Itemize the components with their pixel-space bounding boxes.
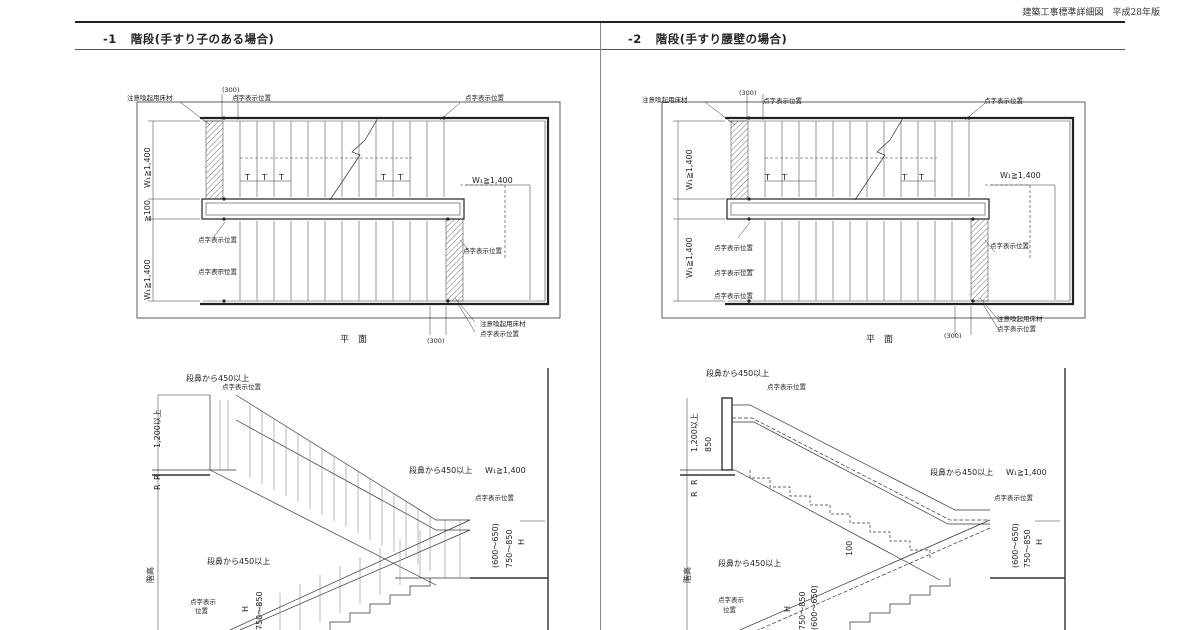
label-nose-450: 段鼻から450以上 bbox=[706, 368, 769, 378]
label-dim-750-850: 750～850 bbox=[255, 591, 264, 630]
section-view-right bbox=[680, 368, 1066, 630]
label-rise: R bbox=[690, 479, 699, 485]
label-w-vertical: W₁≧1,400 bbox=[143, 147, 152, 188]
label-width: W₁≧1,400 bbox=[1006, 468, 1047, 477]
label-braille-pos-a: 点字表示 bbox=[190, 597, 217, 606]
plan-caption: 平 面 bbox=[866, 334, 893, 345]
section-rule-right bbox=[601, 49, 1125, 50]
section-title-text: 階段(手すり腰壁の場合) bbox=[655, 32, 788, 46]
label-braille-pos-a: 点字表示 bbox=[718, 595, 745, 604]
section-number: -1 bbox=[103, 32, 117, 46]
label-nose-450: 段鼻から450以上 bbox=[207, 556, 270, 566]
label-h: H bbox=[1035, 539, 1044, 545]
label-braille-pos: 点字表示位置 bbox=[714, 291, 754, 300]
section-title-1: -1 階段(手すり子のある場合) bbox=[103, 31, 288, 47]
label-w-vertical: W₁≧1,400 bbox=[143, 259, 152, 300]
label-braille-pos: 点字表示位置 bbox=[994, 493, 1034, 502]
label-width: W₁≧1,400 bbox=[472, 176, 513, 185]
label-tread: T bbox=[901, 173, 907, 182]
label-tread: T bbox=[244, 173, 250, 182]
label-dim-850: 850 bbox=[704, 437, 713, 452]
label-braille-pos: 点字表示位置 bbox=[480, 329, 520, 338]
label-braille-pos: 点字表示位置 bbox=[232, 93, 272, 102]
label-h: H bbox=[241, 606, 250, 612]
label-dim-600-650: (600～650) bbox=[491, 523, 500, 568]
label-h: H bbox=[517, 539, 526, 545]
label-braille-pos: 点字表示位置 bbox=[475, 493, 515, 502]
label-tread: T bbox=[397, 173, 403, 182]
label-dim-300: (300) bbox=[944, 332, 961, 340]
page-divider bbox=[600, 23, 601, 630]
label-dim-750-850: 750～850 bbox=[1023, 529, 1032, 568]
balusters-left bbox=[219, 400, 461, 630]
plan-caption: 平 面 bbox=[340, 334, 367, 345]
label-tread: T bbox=[380, 173, 386, 182]
section-number: -2 bbox=[628, 32, 642, 46]
section-title-2: -2 階段(手すり腰壁の場合) bbox=[628, 31, 801, 47]
label-dim-1200: 1,200以上 bbox=[690, 413, 699, 452]
label-caution-floor: 注意喚起用床材 bbox=[642, 95, 688, 104]
label-floor-height: 階高 bbox=[682, 567, 692, 583]
label-nose-450: 段鼻から450以上 bbox=[409, 465, 472, 475]
label-braille-pos: 点字表示位置 bbox=[990, 241, 1030, 250]
label-braille-pos-b: 位置 bbox=[723, 605, 737, 614]
label-braille-pos: 点字表示位置 bbox=[767, 382, 807, 391]
label-nose-450: 段鼻から450以上 bbox=[930, 467, 993, 477]
label-width: W₁≧1,400 bbox=[1000, 171, 1041, 180]
label-braille-pos-b: 位置 bbox=[195, 606, 209, 615]
label-braille-pos: 点字表示位置 bbox=[997, 324, 1037, 333]
label-rise: R bbox=[153, 484, 162, 490]
label-rise: R bbox=[690, 491, 699, 497]
label-tread: T bbox=[764, 173, 770, 182]
label-braille-pos: 点字表示位置 bbox=[463, 246, 503, 255]
label-dim-600-650: (600～650) bbox=[1011, 523, 1020, 568]
label-dim-100: 100 bbox=[845, 541, 854, 556]
label-ge-100: ≧100 bbox=[143, 200, 152, 222]
header-rule bbox=[75, 21, 1125, 23]
label-braille-pos: 点字表示位置 bbox=[714, 243, 754, 252]
label-tread: T bbox=[278, 173, 284, 182]
label-braille-pos: 点字表示位置 bbox=[984, 96, 1024, 105]
label-caution-floor: 注意喚起用床材 bbox=[997, 314, 1043, 323]
label-dim-600-650: (600～650) bbox=[810, 585, 819, 630]
label-caution-floor: 注意喚起用床材 bbox=[480, 319, 526, 328]
label-braille-pos: 点字表示位置 bbox=[465, 93, 505, 102]
label-h: H bbox=[783, 606, 792, 612]
label-braille-pos: 点字表示位置 bbox=[714, 268, 754, 277]
label-nose-450: 段鼻から450以上 bbox=[186, 373, 249, 383]
label-dim-300: (300) bbox=[739, 89, 756, 97]
label-tread: T bbox=[781, 173, 787, 182]
label-braille-pos: 点字表示位置 bbox=[198, 235, 238, 244]
label-width: W₁≧1,400 bbox=[485, 466, 526, 475]
label-dim-300: (300) bbox=[427, 337, 444, 345]
label-floor-height: 階高 bbox=[145, 567, 155, 583]
label-braille-pos: 点字表示位置 bbox=[222, 382, 262, 391]
label-dim-750-850: 750～850 bbox=[798, 591, 807, 630]
label-tread: T bbox=[918, 173, 924, 182]
label-w-vertical: W₁≧1,400 bbox=[685, 237, 694, 278]
label-nose-450: 段鼻から450以上 bbox=[718, 558, 781, 568]
label-braille-pos: 点字表示位置 bbox=[763, 96, 803, 105]
label-dim-1200: 1,200以上 bbox=[153, 409, 162, 448]
section-rule-left bbox=[75, 49, 600, 50]
document-header: 建築工事標準詳細図 平成28年版 bbox=[1022, 8, 1160, 18]
label-caution-floor: 注意喚起用床材 bbox=[127, 93, 173, 102]
label-w-vertical: W₁≧1,400 bbox=[685, 149, 694, 190]
label-tread: T bbox=[261, 173, 267, 182]
label-dim-750-850: 750～850 bbox=[505, 529, 514, 568]
label-rise: R bbox=[153, 474, 162, 480]
section-view-left bbox=[152, 368, 549, 630]
label-dim-300: (300) bbox=[222, 86, 239, 94]
section-title-text: 階段(手すり子のある場合) bbox=[130, 32, 275, 46]
label-braille-pos: 点字表示位置 bbox=[198, 267, 238, 276]
